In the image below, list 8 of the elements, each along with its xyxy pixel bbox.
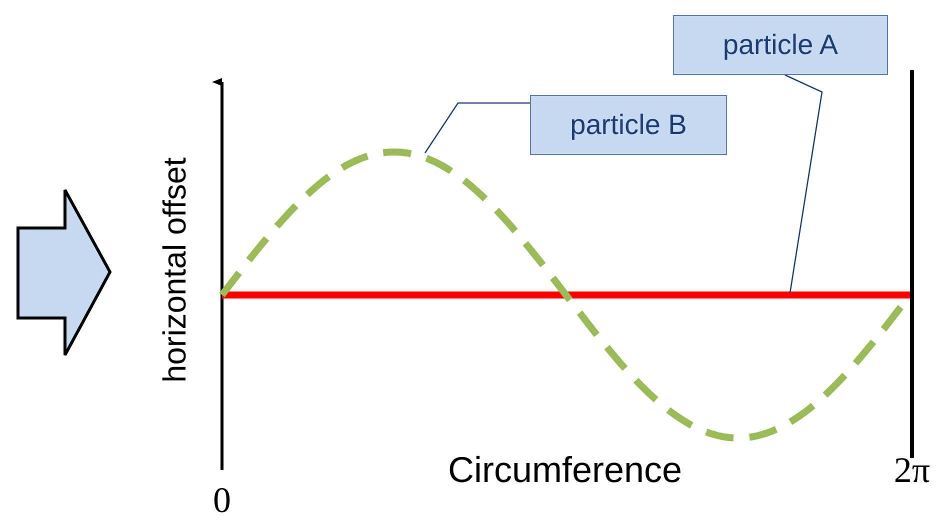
callout-box: particle B: [530, 95, 727, 155]
tick-label: 0: [213, 479, 231, 521]
callout-box: particle A: [673, 15, 888, 75]
leader-line: [784, 74, 823, 294]
tick-label: 2π: [894, 449, 930, 491]
leader-line: [424, 102, 530, 154]
axis-label: Circumference: [448, 449, 682, 491]
axis-label: horizontal offset: [156, 157, 194, 383]
